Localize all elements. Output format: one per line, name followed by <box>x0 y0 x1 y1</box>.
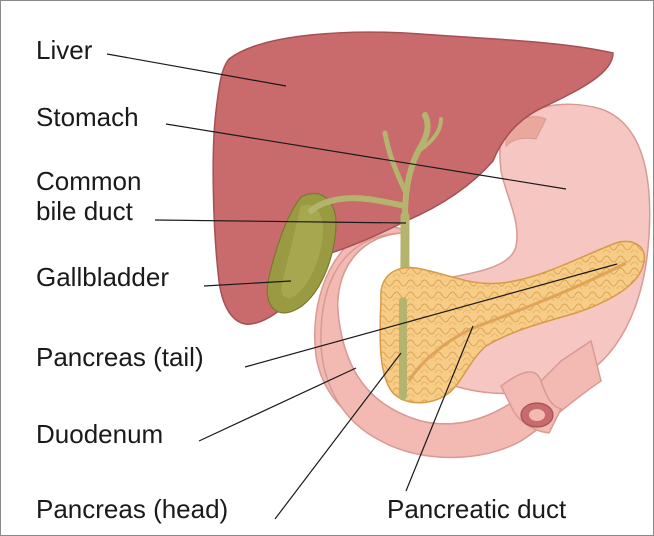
label-duodenum: Duodenum <box>36 419 163 449</box>
label-gallbladder: Gallbladder <box>36 262 169 292</box>
label-liver: Liver <box>36 35 92 65</box>
label-common-bile-duct-line2: bile duct <box>36 196 133 226</box>
label-pancreas-tail: Pancreas (tail) <box>36 342 204 372</box>
label-pancreatic-duct: Pancreatic duct <box>387 494 566 524</box>
label-common-bile-duct-line1: Common <box>36 166 141 196</box>
label-pancreas-head: Pancreas (head) <box>36 494 228 524</box>
label-stomach: Stomach <box>36 102 139 132</box>
